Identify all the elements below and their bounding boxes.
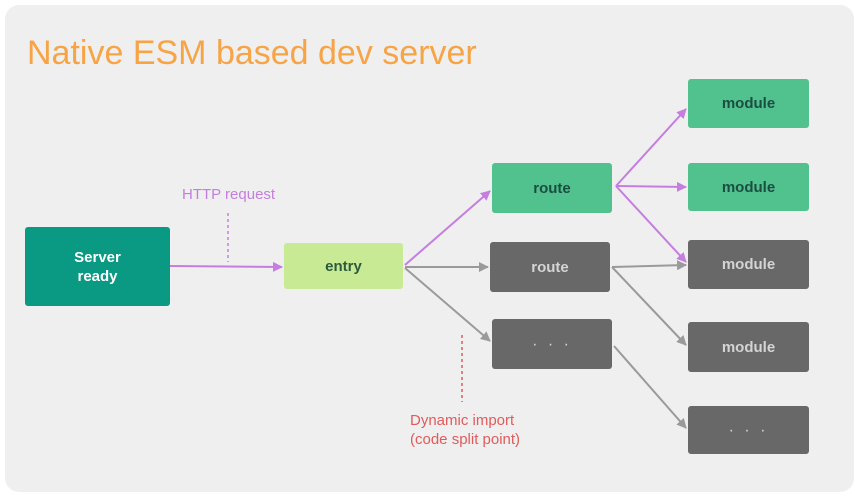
edge-entry-route-active <box>404 190 491 266</box>
dynamic-import-line2: (code split point) <box>410 431 521 448</box>
route-node-inactive: route <box>490 242 610 292</box>
edge-route-module-3 <box>615 185 687 263</box>
edge-route-inactive-module-4 <box>611 266 687 346</box>
route-node-active: route <box>492 163 612 213</box>
edge-route-module-1 <box>615 108 687 187</box>
module-node-3: module <box>688 240 809 289</box>
edge-route-module-2 <box>615 181 687 192</box>
dynamic-import-label: Dynamic import (code split point) <box>410 411 520 449</box>
server-ready-node: Server ready <box>25 227 170 306</box>
edge-server-entry <box>169 261 283 272</box>
edge-entry-more <box>404 267 491 342</box>
diagram-title: Native ESM based dev server <box>27 34 477 72</box>
http-request-label: HTTP request <box>182 186 276 203</box>
edge-more-more <box>613 345 687 429</box>
entry-node: entry <box>284 243 403 289</box>
module-node-1: module <box>688 79 809 128</box>
dynamic-import-line1: Dynamic import <box>410 412 515 429</box>
module-node-2: module <box>688 163 809 211</box>
server-ready-line1: Server <box>74 248 121 266</box>
more-routes-node: · · · <box>492 319 612 369</box>
server-ready-line2: ready <box>77 267 118 285</box>
edge-route-inactive-module-3 <box>611 260 687 271</box>
module-node-4: module <box>688 322 809 372</box>
more-modules-node: · · · <box>688 406 809 454</box>
